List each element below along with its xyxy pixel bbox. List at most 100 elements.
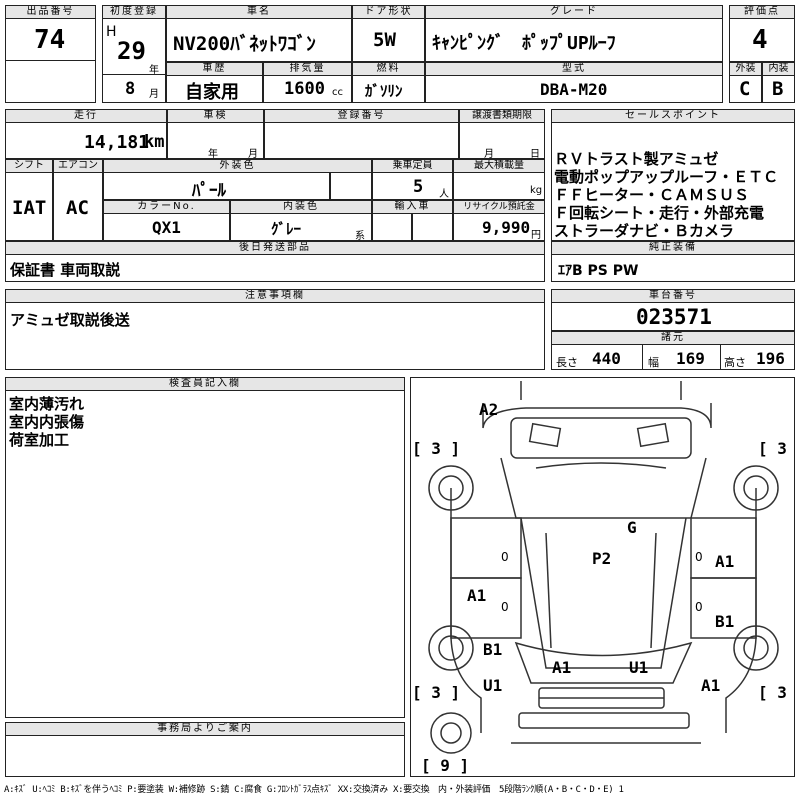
mark-a1-bottom-right: A1 — [701, 676, 721, 695]
capacity-box: 5 人 — [372, 172, 453, 200]
tire-spare: [ 9 ] — [421, 756, 470, 775]
shift-box: IAT — [5, 172, 53, 241]
displacement-box: 1600 cc — [263, 75, 352, 103]
capacity: 5 — [413, 177, 424, 197]
chassis: 023571 — [636, 305, 712, 329]
year-unit: 年 — [149, 65, 159, 76]
sales-box: ＲＶトラスト製アミュゼ 電動ポップアップルーフ・ＥＴＣ ＦＦヒーター・ＣＡＭＳＵ… — [551, 122, 795, 241]
equip-box: ｴｱB PS PW — [551, 254, 795, 282]
inspector-box: 室内薄汚れ 室内内張傷 荷室加工 — [5, 390, 405, 718]
yen-unit: 円 — [531, 230, 541, 241]
km-unit: km — [144, 132, 165, 152]
lot-no: 74 — [34, 25, 66, 55]
fuel-label: 燃料 — [352, 62, 425, 76]
color-box: ﾊﾟｰﾙ — [103, 172, 330, 200]
lot-no-box: 74 — [5, 18, 96, 61]
tire-front-left: [ 3 ] — [412, 439, 461, 458]
cc-unit: cc — [332, 87, 343, 98]
ac-label: エアコン — [53, 159, 103, 173]
color-no: QX1 — [152, 218, 181, 237]
legend: A:ｷｽﾞ U:ﾍｺﾐ B:ｷｽﾞを伴うﾍｺﾐ P:要塗装 W:補修跡 S:錆 … — [4, 785, 624, 795]
caution-label: 注意事項欄 — [5, 289, 545, 303]
history-label: 車歴 — [166, 62, 263, 76]
door-box: 5W — [352, 18, 425, 62]
history: 自家用 — [185, 82, 239, 103]
lot-no-label: 出品番号 — [5, 5, 96, 19]
reg-year: 29 — [117, 37, 146, 65]
mark-b1-left: B1 — [483, 640, 503, 659]
first-reg-box: H 29 年 8 月 — [102, 18, 166, 103]
grade-label: グレード — [425, 5, 723, 19]
ext-label: 外装 — [729, 62, 762, 76]
mileage-label: 走行 — [5, 109, 167, 123]
max-load-box: kg — [453, 172, 545, 200]
car-name-label: 車名 — [166, 5, 352, 19]
int-color-box: ｸﾞﾚｰ 系 — [230, 213, 372, 241]
color: ﾊﾟｰﾙ — [192, 181, 226, 200]
kg-unit: kg — [530, 185, 543, 196]
zero-mark-4: 0 — [695, 600, 703, 614]
insp-month-unit: 月 — [248, 149, 258, 159]
tire-front-right: [ 3 ] — [758, 439, 787, 458]
grade-box: ｷｬﾝﾋﾟﾝｸﾞ ﾎﾟｯﾌﾟUPﾙｰﾌ — [425, 18, 723, 62]
import-label: 輸入車 — [372, 200, 453, 214]
insp-year-unit: 年 — [208, 149, 218, 159]
recycle: 9,990 — [482, 218, 531, 237]
displacement: 1600 — [284, 79, 325, 99]
model-box: DBA-M20 — [425, 75, 723, 103]
mark-g: G — [627, 518, 637, 537]
inspection-box: 年 月 — [167, 122, 264, 159]
zero-mark-3: 0 — [501, 600, 509, 614]
color-no-label: カラーNo. — [103, 200, 230, 214]
int-color: ｸﾞﾚｰ — [271, 220, 302, 238]
int-color-suffix: 系 — [355, 231, 365, 241]
transfer-day-unit: 日 — [530, 149, 540, 159]
sales-label: セールスポイント — [551, 109, 795, 123]
int-box: B — [762, 75, 795, 103]
color-no-box: QX1 — [103, 213, 230, 241]
import-box — [372, 213, 412, 241]
shift: IAT — [12, 197, 47, 219]
sales-line-3: ＦＦヒーター・ＣＡＭＳＵＳ — [554, 186, 750, 204]
int-grade: B — [772, 78, 784, 100]
mark-a1-bottom-left: A1 — [552, 658, 572, 677]
ac: AC — [66, 197, 89, 219]
shift-label: シフト — [5, 159, 53, 173]
color-label: 外装色 — [103, 159, 372, 173]
width: 169 — [676, 349, 705, 368]
equip-label: 純正装備 — [551, 241, 795, 255]
int-color-label: 内装色 — [230, 200, 372, 214]
inspector-line-1: 室内薄汚れ — [9, 395, 85, 413]
mark-a2: A2 — [479, 400, 499, 419]
transfer-box: 月 日 — [459, 122, 545, 159]
tire-spare-value: 9 — [440, 756, 450, 775]
lot-no-blank — [5, 60, 96, 103]
fuel-box: ｶﾞｿﾘﾝ — [352, 75, 425, 103]
ext-box: C — [729, 75, 762, 103]
max-load-label: 最大積載量 — [453, 159, 545, 173]
mark-b1-right: B1 — [715, 612, 735, 631]
model-label: 型式 — [425, 62, 723, 76]
zero-mark-1: 0 — [501, 550, 509, 564]
first-reg-label: 初度登録 — [102, 5, 166, 19]
score: 4 — [752, 25, 768, 55]
height-label: 高さ — [724, 356, 746, 369]
model: DBA-M20 — [540, 80, 608, 99]
recycle-box: 9,990 円 — [453, 213, 545, 241]
reg-no-box — [264, 122, 459, 159]
sales-line-1: ＲＶトラスト製アミュゼ — [554, 150, 719, 168]
era: H — [106, 24, 117, 40]
grade: ｷｬﾝﾋﾟﾝｸﾞ ﾎﾟｯﾌﾟUPﾙｰﾌ — [432, 33, 616, 54]
inspector-line-3: 荷室加工 — [9, 431, 70, 449]
import-box-2 — [412, 213, 453, 241]
tire-rear-right-value: 3 — [777, 683, 787, 702]
door-label: ドア形状 — [352, 5, 425, 19]
inspection-label: 車検 — [167, 109, 264, 123]
chassis-box: 023571 — [551, 302, 795, 331]
sales-line-5: ストラーダナビ・Ｂカメラ — [554, 222, 735, 240]
specs-label: 諸元 — [551, 331, 795, 345]
length-label: 長さ — [556, 356, 578, 369]
int-label: 内装 — [762, 62, 795, 76]
ext-grade: C — [739, 78, 751, 100]
caution-box: アミュゼ取説後送 — [5, 302, 545, 370]
